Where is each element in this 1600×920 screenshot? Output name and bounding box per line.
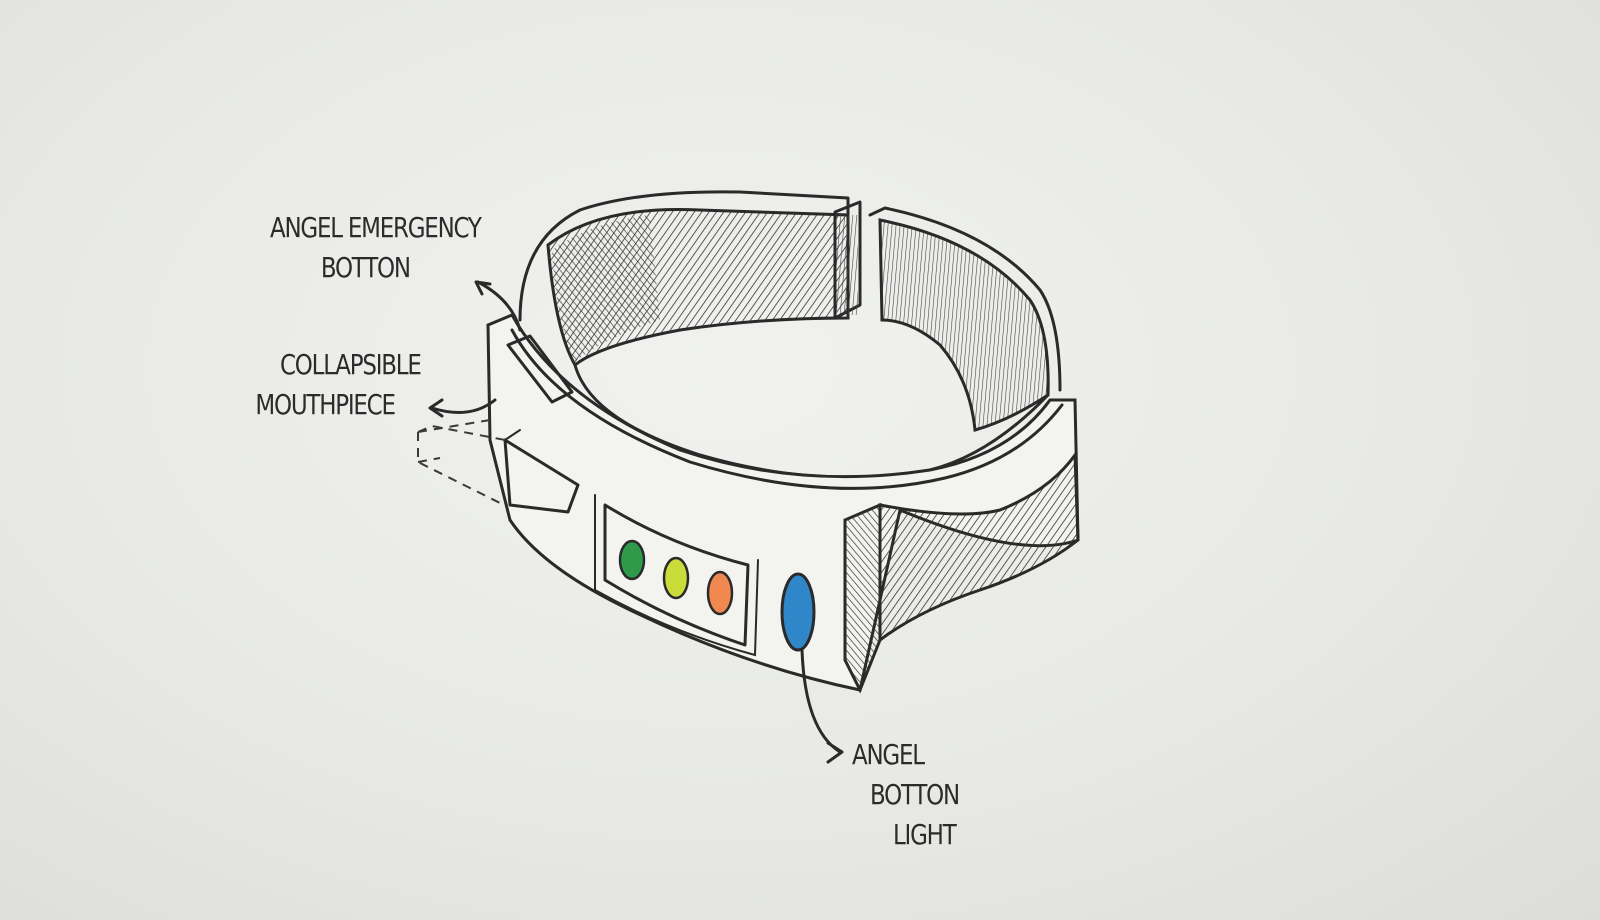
- band-gap-end-left-shade: [836, 215, 858, 315]
- callout-mouthpiece-line1: COLLAPSIBLE: [280, 345, 421, 385]
- callout-emergency-line2: BOTTON: [270, 248, 481, 288]
- led-orange: [708, 572, 732, 614]
- callout-button-light: ANGEL BOTTON LIGHT: [852, 735, 959, 855]
- angel-button: [782, 574, 814, 650]
- band-right-clasp-shade: [845, 505, 880, 690]
- led-green: [620, 541, 644, 579]
- callout-mouthpiece: COLLAPSIBLE MOUTHPIECE: [280, 345, 421, 425]
- callout-emergency-line1: ANGEL EMERGENCY: [270, 208, 481, 248]
- callout-emergency-button: ANGEL EMERGENCY BOTTON: [270, 208, 481, 288]
- band-right-inner-wall: [880, 220, 1048, 430]
- callout-light-line3: LIGHT: [852, 815, 959, 855]
- callout-light-line1: ANGEL: [852, 735, 959, 775]
- callout-mouthpiece-line2: MOUTHPIECE: [255, 385, 420, 425]
- led-yellow: [664, 558, 688, 598]
- callout-light-line2: BOTTON: [852, 775, 959, 815]
- mouthpiece-arrow: [430, 400, 495, 416]
